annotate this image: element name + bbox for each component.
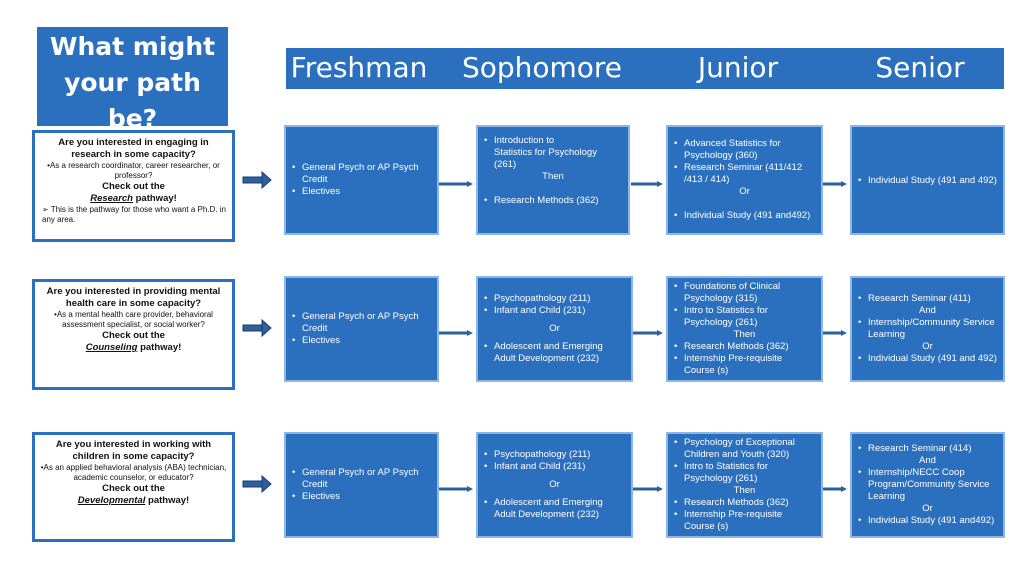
title-line-1: What might <box>49 32 216 61</box>
question-heading: Are you interested in engaging in resear… <box>58 137 209 160</box>
research-junior-box: Advanced Statistics for Psychology (360)… <box>666 125 823 235</box>
list-item: General Psych or AP Psych Credit <box>292 311 431 335</box>
question-heading: Are you interested in providing mental h… <box>46 286 221 309</box>
list-item-continued: (261) <box>494 159 517 170</box>
pathway-name: Research <box>90 193 133 204</box>
list-item: Internship Pre-requisite Course (s) <box>674 353 815 377</box>
pathway-name: Developmental <box>77 495 146 506</box>
then-label: Then <box>733 485 756 496</box>
title-line-2: your path be? <box>64 68 201 133</box>
developmental-junior-box: Psychology of Exceptional Children and Y… <box>666 432 823 538</box>
or-label: Or <box>922 503 933 514</box>
list-item: Internship Pre-requisite Course (s) <box>674 509 815 533</box>
year-freshman: Freshman <box>290 51 428 84</box>
pathway-suffix: pathway! <box>145 495 190 506</box>
pathway-label: Research pathway! <box>38 193 229 205</box>
list-item: Adolescent and Emerging Adult Developmen… <box>484 497 625 521</box>
pathway-suffix: pathway! <box>137 342 182 353</box>
counseling-sophomore-box: Psychopathology (211) Infant and Child (… <box>476 276 633 382</box>
or-label: Or <box>549 479 560 490</box>
list-item: Infant and Child (231) <box>484 461 625 473</box>
question-examples: •As a mental health care provider, behav… <box>54 310 213 329</box>
check-out-label: Check out the <box>102 330 165 341</box>
developmental-freshman-box: General Psych or AP Psych Credit Electiv… <box>284 432 439 538</box>
list-item: Individual Study (491 and 492) <box>858 175 997 187</box>
list-item: Electives <box>292 335 431 347</box>
list-item: General Psych or AP Psych Credit <box>292 467 431 491</box>
year-senior: Senior <box>875 51 965 84</box>
list-item: Psychopathology (211) <box>484 293 625 305</box>
pathway-label: Developmental pathway! <box>38 495 229 507</box>
list-item: Research Methods (362) <box>674 341 815 353</box>
list-item: Internship/Community Service Learning <box>858 317 997 341</box>
list-item: Research Seminar (411) <box>858 293 997 305</box>
pathway-label: Counseling pathway! <box>38 342 229 354</box>
list-item: Research Seminar (414) <box>858 443 997 455</box>
list-item: Infant and Child (231) <box>484 305 625 317</box>
list-item: Psychopathology (211) <box>484 449 625 461</box>
arrow-icon <box>242 318 272 338</box>
list-item: Intro to Statistics for Psychology (261) <box>674 461 815 485</box>
or-label: Or <box>922 341 933 352</box>
list-item: Advanced Statistics for Psychology (360) <box>674 138 815 162</box>
list-item: Individual Study (491 and492) <box>858 515 997 527</box>
counseling-question-box: Are you interested in providing mental h… <box>32 279 235 390</box>
list-item: Individual Study (491 and492) <box>674 210 815 222</box>
research-sophomore-box: Introduction to Statistics for Psycholog… <box>476 125 630 235</box>
check-out-label: Check out the <box>102 181 165 192</box>
phd-note: ➢ This is the pathway for those who want… <box>42 205 226 224</box>
list-item: General Psych or AP Psych Credit <box>292 162 431 186</box>
page-title: What might your path be? <box>37 27 228 133</box>
pathway-suffix: pathway! <box>132 193 177 204</box>
developmental-sophomore-box: Psychopathology (211) Infant and Child (… <box>476 432 633 538</box>
list-item: Individual Study (491 and 492) <box>858 353 997 365</box>
then-label: Then <box>542 171 564 182</box>
list-item: Electives <box>292 186 431 198</box>
list-item: Foundations of Clinical Psychology (315) <box>674 281 815 305</box>
list-item: Psychology of Exceptional Children and Y… <box>674 437 815 461</box>
or-label: Or <box>549 323 560 334</box>
question-examples: •As a research coordinator, career resea… <box>47 161 220 180</box>
list-item-continued: Statistics for Psychology <box>494 147 597 158</box>
research-freshman-box: General Psych or AP Psych Credit Electiv… <box>284 125 439 235</box>
then-label: Then <box>733 329 756 340</box>
question-examples: •As an applied behavioral analysis (ABA)… <box>40 463 227 482</box>
arrow-icon <box>242 474 272 494</box>
list-item: Intro to Statistics for Psychology (261) <box>674 305 815 329</box>
year-junior: Junior <box>697 51 779 84</box>
counseling-junior-box: Foundations of Clinical Psychology (315)… <box>666 276 823 382</box>
year-header-bar: Freshman Sophomore Junior Senior <box>286 48 1004 89</box>
developmental-question-box: Are you interested in working with child… <box>32 432 235 542</box>
pathway-name: Counseling <box>85 342 138 353</box>
year-sophomore: Sophomore <box>461 51 623 84</box>
list-item: Research Methods (362) <box>484 195 622 207</box>
list-item: Introduction to <box>484 135 622 147</box>
research-senior-box: Individual Study (491 and 492) <box>850 125 1005 235</box>
list-item: Research Seminar (411/412 /413 / 414) <box>674 162 815 186</box>
list-item: Electives <box>292 491 431 503</box>
question-heading: Are you interested in working with child… <box>55 439 212 462</box>
list-item: Adolescent and Emerging Adult Developmen… <box>484 341 625 365</box>
counseling-freshman-box: General Psych or AP Psych Credit Electiv… <box>284 276 439 382</box>
list-item: Internship/NECC Coop Program/Community S… <box>858 467 997 503</box>
check-out-label: Check out the <box>102 483 165 494</box>
research-question-box: Are you interested in engaging in resear… <box>32 130 235 242</box>
or-label: Or <box>739 186 750 197</box>
and-label: And <box>919 455 936 466</box>
list-item: Research Methods (362) <box>674 497 815 509</box>
arrow-icon <box>242 170 272 190</box>
counseling-senior-box: Research Seminar (411) And Internship/Co… <box>850 276 1005 382</box>
and-label: And <box>919 305 936 316</box>
developmental-senior-box: Research Seminar (414) And Internship/NE… <box>850 432 1005 538</box>
